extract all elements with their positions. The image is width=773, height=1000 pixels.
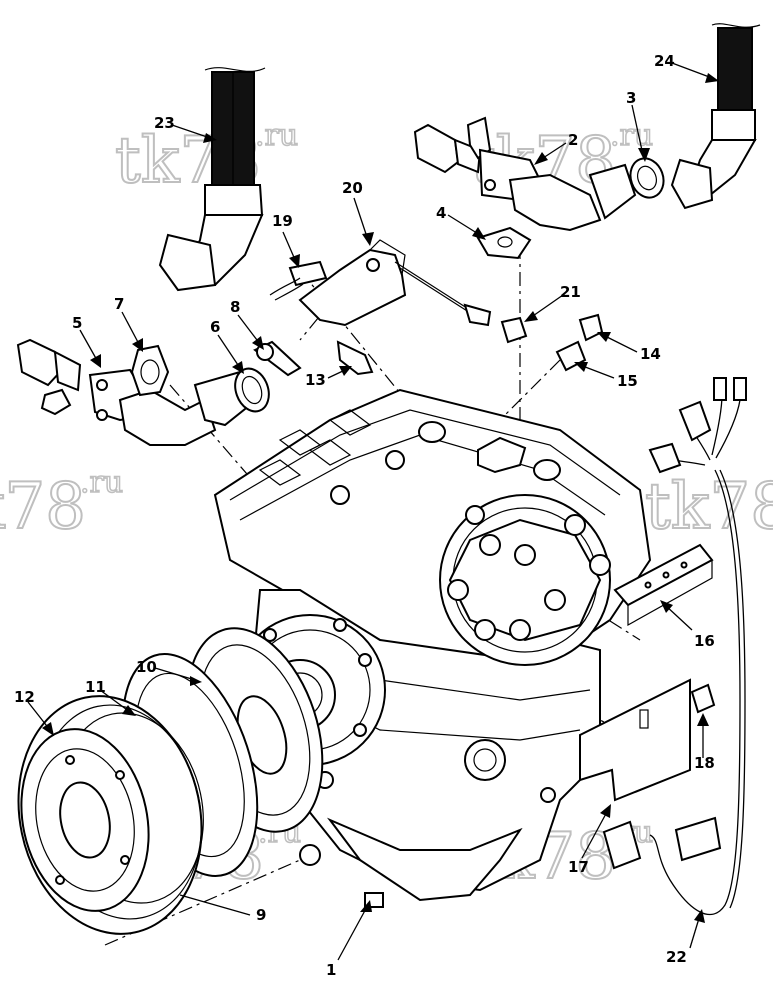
callout-4: 4 <box>436 204 446 222</box>
callout-18: 18 <box>694 754 715 772</box>
callout-8: 8 <box>230 298 240 316</box>
callout-14: 14 <box>640 345 661 363</box>
gasket <box>476 226 532 260</box>
callout-9: 9 <box>256 906 266 924</box>
fittings <box>336 313 604 376</box>
callout-labels: 1 2 3 4 5 6 7 8 9 10 11 12 13 14 15 16 1… <box>14 52 715 979</box>
fitting-14 <box>578 313 604 342</box>
discharge-hose <box>670 23 761 210</box>
callout-6: 6 <box>210 318 220 336</box>
fitting-13 <box>336 340 374 376</box>
callout-20: 20 <box>342 179 363 197</box>
gasket <box>130 344 170 397</box>
callout-2: 2 <box>568 131 578 149</box>
sensor-bracket <box>269 239 492 327</box>
callout-13: 13 <box>305 371 326 389</box>
discharge-valve-right <box>413 116 665 260</box>
mounting-brackets <box>579 543 716 802</box>
callout-22: 22 <box>666 948 687 966</box>
callout-5: 5 <box>72 314 82 332</box>
clutch-assembly <box>17 627 324 935</box>
callout-24: 24 <box>654 52 675 70</box>
watermark-suffix: .ru <box>80 465 123 500</box>
suction-hose <box>158 67 266 292</box>
compressor-body <box>213 388 652 908</box>
callout-1: 1 <box>326 961 336 979</box>
callout-12: 12 <box>14 688 35 706</box>
watermark-suffix: .ru <box>610 118 653 153</box>
callout-16: 16 <box>694 632 715 650</box>
suction-valve-left <box>16 338 302 446</box>
pressure-sensor <box>288 260 328 287</box>
bracket-17 <box>579 678 691 802</box>
callout-3: 3 <box>626 89 636 107</box>
clip-18 <box>690 683 716 714</box>
leader-lines <box>27 62 719 961</box>
watermark-suffix: .ru <box>255 118 298 153</box>
callout-11: 11 <box>85 678 106 696</box>
watermark-text: tk78 <box>645 470 773 544</box>
callout-7: 7 <box>114 295 124 313</box>
callout-15: 15 <box>617 372 638 390</box>
callout-17: 17 <box>568 858 589 876</box>
o-ring <box>629 157 665 199</box>
callout-19: 19 <box>272 212 293 230</box>
watermark-text: tk78 <box>0 470 86 544</box>
fitting-21 <box>500 316 528 344</box>
wiring-harness <box>602 377 747 916</box>
callout-21: 21 <box>560 283 581 301</box>
callout-23: 23 <box>154 114 175 132</box>
callout-10: 10 <box>136 658 157 676</box>
